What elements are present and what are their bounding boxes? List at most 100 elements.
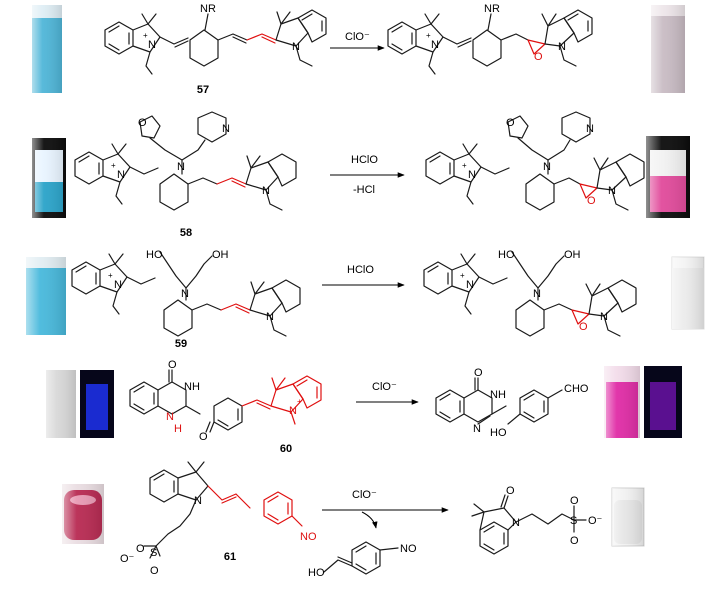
structure-59-product: HO OH N N + O N — [423, 249, 637, 337]
vial-60-uv-before — [80, 370, 114, 438]
atom-n-61p: N — [512, 517, 520, 529]
carbonyl-o-60: O — [168, 359, 177, 371]
charge-58p: + — [462, 161, 467, 170]
arrow-59: HClO — [322, 264, 405, 288]
charge-57p: + — [426, 31, 431, 40]
hydroxyl-59d: OH — [564, 249, 581, 261]
reagent-61: ClO⁻ — [352, 489, 377, 501]
compound-number-61: 61 — [224, 551, 236, 563]
atom-n-57c: N — [431, 39, 439, 51]
sulfonate-o-61p: O⁻ — [588, 515, 603, 527]
compound-number-58: 58 — [180, 227, 192, 239]
reagent-57: ClO⁻ — [345, 31, 370, 43]
vial-58-before — [32, 138, 66, 218]
amine-n-58: N — [177, 161, 185, 173]
nr-label-57p: NR — [484, 3, 500, 15]
vial-58-after — [646, 136, 690, 218]
structure-61-reactant: N NO S O O O⁻ — [120, 461, 317, 577]
atom-n-59d: N — [600, 311, 608, 323]
reagent2-58: -HCl — [353, 184, 375, 196]
charge-57: + — [143, 31, 148, 40]
vial-59-after — [671, 256, 705, 330]
epoxide-o-59: O — [579, 321, 588, 333]
structure-61-byproduct: HO NO — [308, 541, 417, 579]
atom-n-59b: N — [266, 311, 274, 323]
amide-nh-60: NH — [184, 381, 200, 393]
structure-59-reactant: HO OH N N + N — [71, 249, 301, 337]
vial-59-before — [26, 257, 66, 335]
atom-n-57a: N — [148, 39, 156, 51]
amide-nh-60p: NH — [490, 389, 506, 401]
arrow-58: HClO -HCl — [330, 154, 405, 196]
nitroso-61: NO — [300, 531, 317, 543]
pyridine-n-58: N — [222, 123, 230, 135]
row-61: N NO S O O O⁻ 61 ClO⁻ HO NO — [62, 461, 645, 579]
sulfur-61: S — [150, 547, 157, 559]
sulfonate-o-61: O⁻ — [120, 553, 135, 565]
vial-61-before — [62, 484, 104, 544]
compound-number-57: 57 — [197, 84, 209, 96]
atom-n-58d: N — [608, 185, 616, 197]
atom-n-58c: N — [468, 169, 476, 181]
quinone-o-60: O — [199, 431, 208, 443]
vial-60-before — [46, 370, 76, 438]
amine-n-59: N — [181, 288, 189, 300]
vial-57-before — [32, 5, 62, 93]
phenol-ho-60p: HO — [490, 427, 507, 439]
reagent-59: HClO — [347, 264, 374, 276]
row-60: O NH N H O N + 60 ClO⁻ O NH N HO — [46, 359, 682, 455]
charge-58: + — [111, 161, 116, 170]
amine-n-60: N — [166, 411, 174, 423]
row-57: N + NR N 57 ClO⁻ N + — [32, 3, 685, 96]
structure-60-product: O NH N HO CHO — [435, 367, 589, 439]
hydroxyl-59b: OH — [212, 249, 229, 261]
amine-n-58p: N — [543, 161, 551, 173]
row-59: HO OH N N + N 59 HClO — [26, 249, 705, 350]
sulfur-61p: S — [570, 515, 577, 527]
furan-o-58p: O — [506, 117, 515, 129]
carbonyl-o-60p: O — [474, 367, 483, 379]
atom-n-57d: N — [558, 41, 566, 53]
imine-n-60p: N — [473, 423, 481, 435]
sulfonyl-o-61b: O — [150, 565, 159, 577]
structure-57-product: N + NR O N — [387, 3, 593, 75]
hydroxyl-59c: HO — [498, 249, 515, 261]
atom-n-59c: N — [466, 279, 474, 291]
vial-61-after — [611, 487, 645, 547]
reagent-60: ClO⁻ — [372, 381, 397, 393]
nitroso-61b: NO — [400, 543, 417, 555]
atom-n-59a: N — [114, 279, 122, 291]
atom-n-58b: N — [262, 185, 270, 197]
arrow-61: ClO⁻ — [322, 489, 449, 529]
charge-59p: + — [460, 271, 465, 280]
row-58: O N N N + N 58 HClO -HCl — [32, 111, 690, 239]
epoxide-o-58: O — [587, 195, 596, 207]
structure-58-reactant: O N N N + N — [74, 111, 297, 211]
structure-58-product: O N N N + O N — [425, 111, 645, 211]
sulfonyl-o-61d: O — [570, 535, 579, 547]
hydroxyl-61b: HO — [308, 567, 325, 579]
vial-60-after — [604, 366, 640, 438]
pyridine-n-58p: N — [586, 123, 594, 135]
arrow-57: ClO⁻ — [330, 31, 385, 51]
atom-n-60: N — [289, 405, 297, 417]
epoxide-o-57: O — [534, 51, 543, 63]
arrow-60: ClO⁻ — [356, 381, 419, 405]
structure-60-reactant: O NH N H O N + — [129, 359, 322, 443]
atom-n-58a: N — [117, 169, 125, 181]
aldehyde-60p: CHO — [564, 383, 589, 395]
vial-60-uv-after — [644, 366, 682, 438]
atom-n-61: N — [194, 495, 202, 507]
sulfonyl-o-61c: O — [570, 495, 579, 507]
sulfonyl-o-61a: O — [136, 543, 145, 555]
amine-h-60: H — [174, 423, 182, 435]
structure-61-product: O N S O O O⁻ — [471, 485, 603, 555]
hydroxyl-59a: HO — [146, 249, 163, 261]
amine-n-59p: N — [533, 288, 541, 300]
furan-o-58: O — [138, 117, 147, 129]
compound-number-60: 60 — [280, 443, 292, 455]
vial-57-after — [651, 5, 685, 93]
structure-57-reactant: N + NR N — [104, 3, 327, 75]
atom-n-57b: N — [292, 41, 300, 53]
